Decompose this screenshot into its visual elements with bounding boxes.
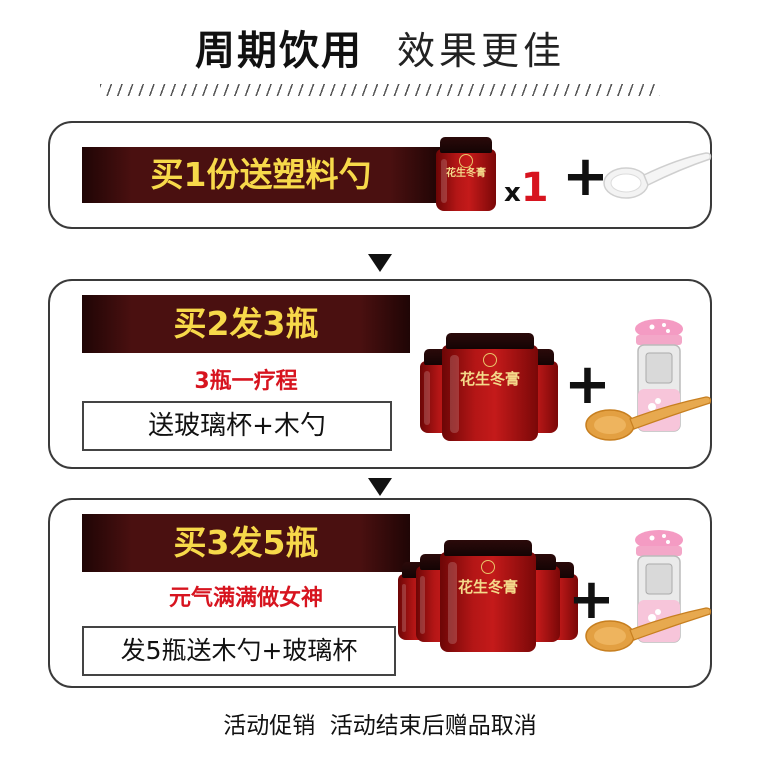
offer-2-banner-text: 买2发3瓶: [173, 304, 319, 343]
down-arrow-icon: [368, 478, 392, 496]
down-arrow-icon: [368, 254, 392, 272]
plus-icon: +: [564, 352, 611, 417]
wooden-spoon-icon: [585, 396, 712, 441]
footer-note: 活动促销 活动结束后赠品取消: [223, 713, 537, 739]
quantity-label: x1: [504, 165, 549, 211]
offer-3-gift: 发5瓶送木勺+玻璃杯: [82, 626, 396, 676]
offer-1-banner: 买1份送塑料勺: [82, 147, 440, 203]
offer-3-banner: 买3发5瓶: [82, 514, 410, 572]
plus-icon: +: [568, 567, 615, 632]
offer-3-subtitle: 元气满满做女神: [168, 586, 323, 611]
dashed-divider: [100, 84, 660, 96]
title-bold: 周期饮用: [194, 28, 363, 74]
glass-cup-icon: [635, 530, 683, 643]
jar-icon: 花生冬膏: [440, 540, 536, 652]
page-title: 周期饮用效果更佳: [0, 18, 760, 74]
offer-panel-3[interactable]: 买3发5瓶 元气满满做女神 发5瓶送木勺+玻璃杯 花生冬膏 +: [48, 498, 712, 688]
offer-panel-1[interactable]: 买1份送塑料勺 花生冬膏 x1 +: [48, 121, 712, 229]
wooden-spoon-icon: [585, 607, 712, 652]
plus-icon: +: [562, 144, 609, 209]
offer-2-banner: 买2发3瓶: [82, 295, 410, 353]
plastic-spoon-icon: [603, 152, 712, 199]
offer-panel-2[interactable]: 买2发3瓶 3瓶一疗程 送玻璃杯+木勺 花生冬膏 +: [48, 279, 712, 469]
jar-icon: 花生冬膏: [436, 137, 496, 211]
offer-2-gift: 送玻璃杯+木勺: [82, 401, 392, 451]
offer-1-banner-text: 买1份送塑料勺: [150, 155, 372, 194]
offer-2-subtitle: 3瓶一疗程: [194, 369, 298, 394]
jar-icon: 花生冬膏: [442, 333, 538, 441]
offer-3-banner-text: 买3发5瓶: [173, 523, 319, 562]
title-light: 效果更佳: [396, 28, 565, 73]
